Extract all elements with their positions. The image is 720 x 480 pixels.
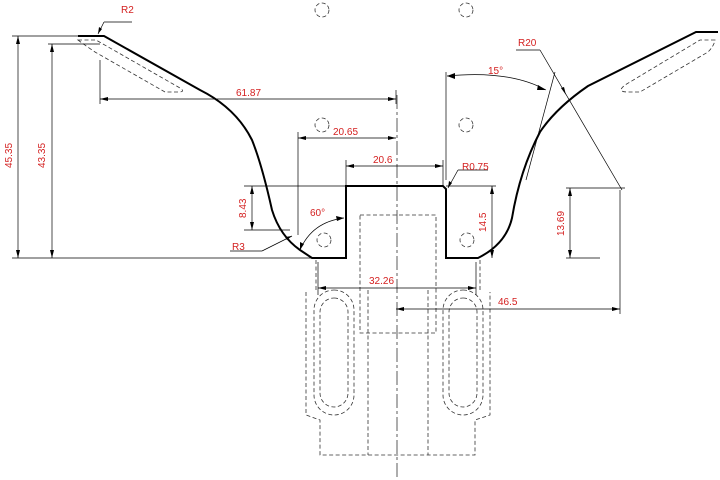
hole-mid-left xyxy=(314,117,330,133)
hidden-lines xyxy=(76,2,716,456)
dim-14-5: 14.5 xyxy=(478,212,489,232)
dimension-lines xyxy=(12,21,625,314)
hole-top-left xyxy=(314,2,330,18)
dim-61-87: 61.87 xyxy=(236,88,261,99)
dim-8-43: 8.43 xyxy=(238,198,249,218)
dim-20-65: 20.65 xyxy=(333,127,358,138)
dim-20-6: 20.6 xyxy=(373,155,393,166)
hole-mid-right xyxy=(458,117,474,133)
right-slot-inner xyxy=(448,297,478,408)
arrowheads xyxy=(16,27,620,311)
hole-low-left xyxy=(316,232,332,248)
right-arm-hidden xyxy=(620,39,716,93)
dim-angle-15: 15° xyxy=(488,66,503,77)
main-profile xyxy=(78,31,718,259)
hole-low-right xyxy=(459,232,475,248)
lower-body-outline xyxy=(305,292,491,456)
dim-13-69: 13.69 xyxy=(556,211,567,236)
dim-r20: R20 xyxy=(518,38,537,49)
left-slot xyxy=(313,289,355,416)
dim-r0-75: R0.75 xyxy=(462,162,489,173)
center-inner-rect xyxy=(359,214,437,334)
right-slot xyxy=(442,289,484,416)
left-arm-hidden xyxy=(76,39,183,93)
dim-32-26: 32.26 xyxy=(369,276,394,287)
left-slot-inner xyxy=(319,297,349,408)
dim-46-5: 46.5 xyxy=(498,297,518,308)
dim-45-35: 45.35 xyxy=(4,143,15,168)
dim-angle-60: 60° xyxy=(310,208,325,219)
hole-top-right xyxy=(458,2,474,18)
dim-43-35: 43.35 xyxy=(37,143,48,168)
dim-r3: R3 xyxy=(232,242,245,253)
dim-r2: R2 xyxy=(121,5,134,16)
